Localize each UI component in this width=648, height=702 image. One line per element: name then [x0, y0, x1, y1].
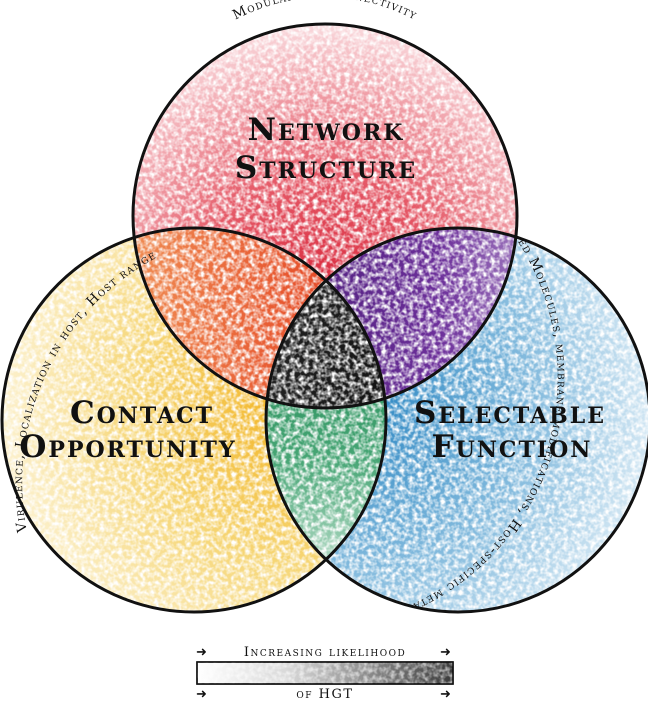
circle-outlines	[0, 22, 648, 614]
contact-title-line1: Contact	[70, 395, 214, 431]
selectable-title-line2: Function	[432, 429, 593, 465]
arrow-right-icon: ➜	[440, 687, 451, 702]
likelihood-legend: ➜ Increasing likelihood ➜ ➜ of HGT ➜	[196, 645, 454, 702]
arrow-right-icon: ➜	[440, 645, 451, 660]
arrow-right-icon: ➜	[196, 687, 207, 702]
legend-top-label: Increasing likelihood	[244, 645, 406, 660]
selectable-title-line1: Selectable	[414, 395, 606, 431]
network-title-line2: Structure	[235, 150, 417, 186]
network-title-line1: Network	[248, 112, 405, 148]
network-arc-label: Modularity, Connectivity	[230, 0, 420, 23]
legend-bottom-label: of HGT	[296, 687, 353, 702]
contact-title-line2: Opportunity	[19, 429, 236, 465]
arrow-right-icon: ➜	[196, 645, 207, 660]
